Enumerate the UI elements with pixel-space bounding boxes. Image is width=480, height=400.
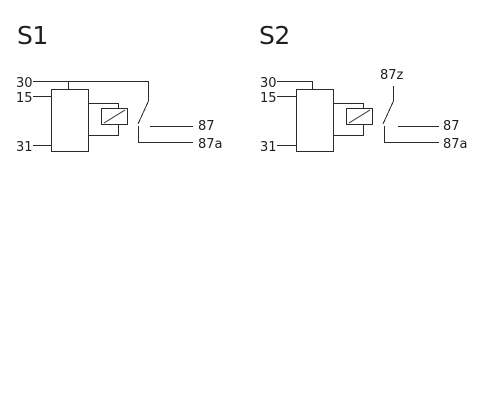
diagram-title-s2: S2 [259, 21, 290, 50]
relay-body-s2 [296, 89, 334, 152]
relay-coil-s2 [346, 108, 373, 125]
pin-label-87-s1: 87 [198, 119, 215, 134]
relay-body-s1 [51, 89, 89, 152]
relay-diagram-s2: S2 30 15 31 87z 87 87a [259, 21, 468, 155]
pin-label-87z-s2: 87z [380, 68, 404, 83]
pin-label-15-s2: 15 [260, 91, 277, 106]
pin-label-31-s2: 31 [260, 140, 277, 155]
pin-label-87-s2: 87 [443, 119, 460, 134]
pin-label-87a-s2: 87a [443, 137, 468, 152]
diagram-title-s1: S1 [17, 21, 48, 50]
wire-87a-s2 [384, 126, 439, 143]
pin-label-30-s1: 30 [16, 76, 33, 91]
wire-30-s2 [277, 81, 313, 89]
pin-label-87a-s1: 87a [198, 137, 223, 152]
wire-87z-s2 [382, 86, 394, 125]
pin-label-31-s1: 31 [16, 140, 33, 155]
relay-diagram-s1: S1 30 15 31 87 87a [16, 21, 223, 155]
wire-30-s1 [33, 81, 149, 125]
pin-label-30-s2: 30 [260, 76, 277, 91]
relay-coil-s1 [101, 108, 128, 125]
wire-87a-s1 [138, 126, 193, 143]
pin-label-15-s1: 15 [16, 91, 33, 106]
